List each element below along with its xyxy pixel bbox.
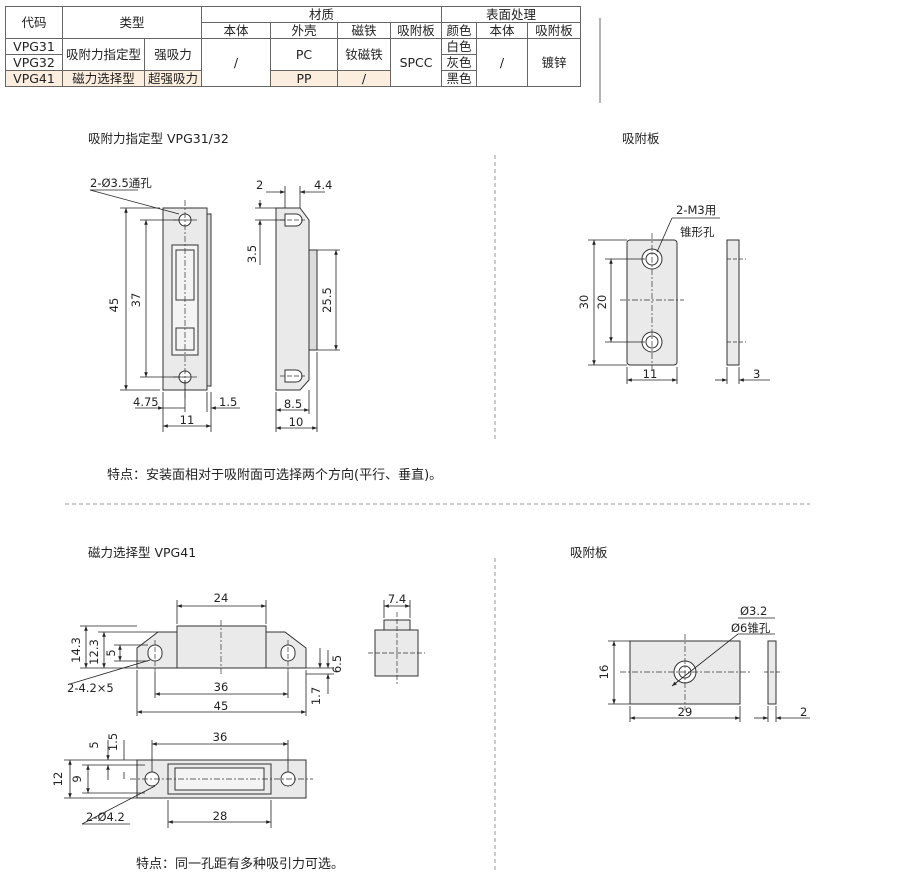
dim-4-4: 4.4 bbox=[314, 178, 332, 192]
vpg41-top-dims bbox=[69, 600, 334, 716]
vpg41-plate-view bbox=[620, 634, 780, 710]
dim-4-75: 4.75 bbox=[133, 395, 159, 409]
vpg41-end-dims bbox=[383, 600, 411, 618]
section2-feature: 特点：同一孔距有多种吸引力可选。 bbox=[136, 857, 345, 872]
vpg31-plate-view bbox=[620, 233, 746, 372]
dim-36-top: 36 bbox=[214, 680, 229, 694]
force-vpg41: 超强吸力 bbox=[144, 70, 203, 87]
plate-surface: 镀锌 bbox=[527, 38, 582, 87]
dim-1-7: 1.7 bbox=[309, 687, 323, 705]
dim-25-5: 25.5 bbox=[320, 287, 334, 313]
dim-9: 9 bbox=[70, 775, 84, 782]
dim-10: 10 bbox=[289, 415, 304, 429]
color-black: 黑色 bbox=[441, 70, 478, 87]
dim-8-5: 8.5 bbox=[284, 397, 302, 411]
dim-37: 37 bbox=[129, 293, 143, 308]
code-vpg31: VPG31 bbox=[5, 38, 63, 55]
hole-note-vpg31: 2-Ø3.5通孔 bbox=[90, 176, 152, 190]
plate-material: SPCC bbox=[390, 38, 443, 87]
vpg31-front-view bbox=[162, 200, 212, 398]
body-surface: / bbox=[476, 38, 529, 87]
header-type: 类型 bbox=[61, 6, 203, 39]
color-white: 白色 bbox=[441, 38, 478, 55]
magnet-material-vpg41: / bbox=[337, 70, 392, 87]
vpg41-bottom-dims bbox=[64, 740, 289, 828]
plate2-dim-16: 16 bbox=[597, 665, 611, 680]
color-gray: 灰色 bbox=[441, 54, 478, 71]
dim-28: 28 bbox=[213, 809, 228, 823]
plate-dim-11: 11 bbox=[643, 367, 658, 381]
section2-title: 磁力选择型 VPG41 bbox=[88, 545, 197, 560]
plate-dim-30: 30 bbox=[577, 295, 591, 310]
shell-material-pp: PP bbox=[270, 70, 339, 87]
subheader-plate: 吸附板 bbox=[390, 22, 443, 39]
shell-material-pc: PC bbox=[270, 38, 339, 71]
plate2-hole-note-1: Ø3.2 bbox=[740, 604, 767, 618]
dim-7-4: 7.4 bbox=[388, 592, 406, 606]
vpg41-plate-dims bbox=[608, 617, 810, 722]
section1-feature: 特点：安装面相对于吸附面可选择两个方向(平行、垂直)。 bbox=[107, 468, 443, 483]
vpg31-front-dims bbox=[89, 189, 240, 432]
dim-1-5: 1.5 bbox=[219, 395, 237, 409]
plate-hole-note-2: 锥形孔 bbox=[680, 225, 715, 239]
type-vpg41: 磁力选择型 bbox=[61, 70, 146, 87]
vpg41-bottom-view bbox=[130, 759, 313, 799]
code-vpg41: VPG41 bbox=[5, 70, 63, 87]
subheader-body-surface: 本体 bbox=[476, 22, 529, 39]
plate-hole-note-1: 2-M3用 bbox=[676, 203, 716, 217]
dim-5: 5 bbox=[104, 649, 118, 656]
dim-36-bottom: 36 bbox=[213, 730, 228, 744]
vpg31-side-view bbox=[275, 207, 318, 391]
section2-plate-title: 吸附板 bbox=[570, 545, 608, 560]
plate-dim-20: 20 bbox=[595, 295, 609, 310]
dim-1-5-bottom: 1.5 bbox=[106, 733, 120, 751]
vpg31-side-dims bbox=[255, 186, 340, 432]
dim-45-top: 45 bbox=[214, 699, 229, 713]
subheader-plate-surface: 吸附板 bbox=[527, 22, 582, 39]
section1-title: 吸附力指定型 VPG31/32 bbox=[88, 131, 229, 146]
plate2-hole-note-2: Ø6锥孔 bbox=[731, 621, 771, 635]
dim-12-3: 12.3 bbox=[87, 639, 101, 665]
plate-dim-3: 3 bbox=[753, 367, 760, 381]
hole-note-vpg41-top: 2-4.2×5 bbox=[67, 681, 114, 695]
dim-11: 11 bbox=[180, 413, 195, 427]
vpg31-plate-dims bbox=[588, 217, 770, 384]
dim-5-bottom: 5 bbox=[87, 741, 101, 748]
vpg41-top-view bbox=[136, 620, 307, 674]
plate2-dim-2: 2 bbox=[800, 705, 807, 719]
dim-6-5: 6.5 bbox=[330, 655, 344, 673]
dim-12: 12 bbox=[51, 772, 65, 787]
hole-note-vpg41-bottom: 2-Ø4.2 bbox=[86, 810, 125, 824]
vpg41-end-view bbox=[368, 612, 425, 684]
subheader-magnet: 磁铁 bbox=[337, 22, 392, 39]
plate2-dim-29: 29 bbox=[678, 705, 693, 719]
dim-3-5: 3.5 bbox=[245, 245, 259, 263]
dim-2: 2 bbox=[256, 178, 263, 192]
force-vpg31-32: 强吸力 bbox=[144, 38, 203, 71]
magnet-material: 钕磁铁 bbox=[337, 38, 392, 71]
header-code: 代码 bbox=[5, 6, 63, 39]
spec-table: 代码 类型 材质 表面处理 本体 外壳 磁铁 吸附板 颜色 本体 吸附板 VPG… bbox=[5, 6, 582, 87]
section1-plate-title: 吸附板 bbox=[622, 131, 660, 146]
dim-45: 45 bbox=[107, 298, 121, 313]
dim-24: 24 bbox=[214, 591, 229, 605]
dim-14-3: 14.3 bbox=[69, 637, 83, 663]
